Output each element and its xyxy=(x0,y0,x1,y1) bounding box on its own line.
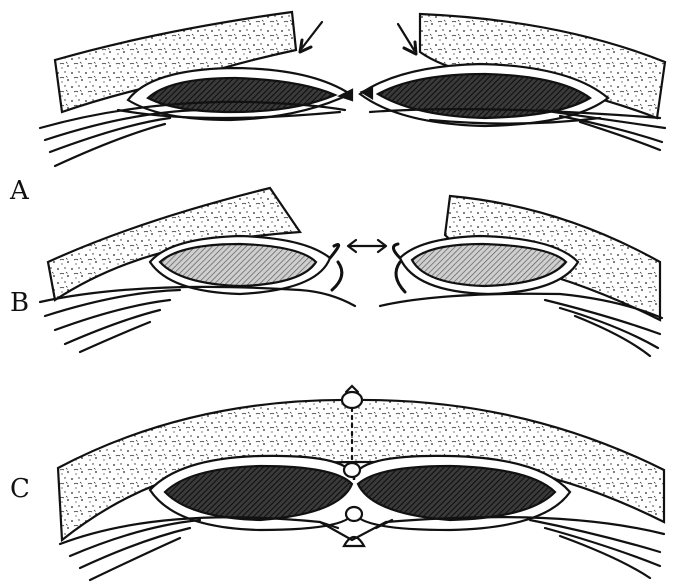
panel-label-b: B xyxy=(10,288,29,318)
panel-a-right-arrow xyxy=(398,24,414,50)
panel-c-mid-knot xyxy=(344,463,360,477)
panel-label-c: C xyxy=(10,474,30,504)
panel-b-diagram xyxy=(40,188,662,356)
panel-a-diagram xyxy=(40,12,665,166)
panel-label-a: A xyxy=(10,176,29,206)
panel-a-left-arrow xyxy=(302,22,322,48)
panel-c-top-knot xyxy=(342,392,362,408)
panel-c-lower-knot xyxy=(346,507,362,521)
panel-c-diagram xyxy=(58,386,664,580)
